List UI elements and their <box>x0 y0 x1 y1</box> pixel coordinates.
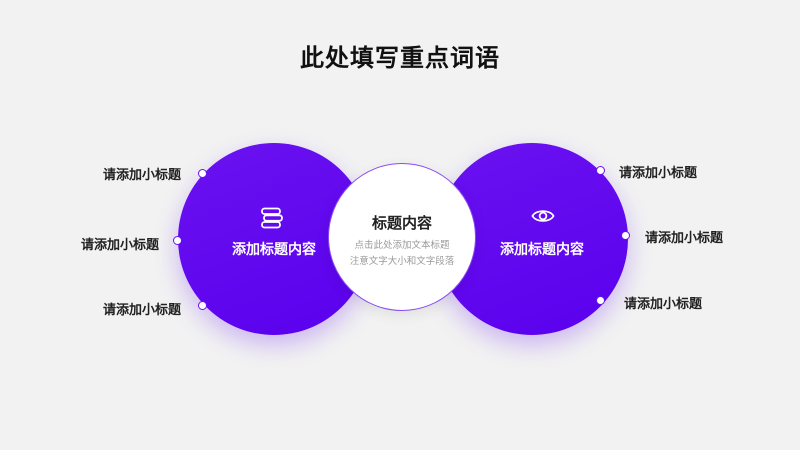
left-label-2: 请添加小标题 <box>81 238 160 253</box>
left-label-3: 请添加小标题 <box>103 303 182 318</box>
right-circle-title: 添加标题内容 <box>500 242 584 258</box>
right-label-2: 请添加小标题 <box>645 231 724 246</box>
left-label-1: 请添加小标题 <box>103 168 182 183</box>
right-dot-1 <box>596 166 605 175</box>
left-dot-3 <box>198 301 207 310</box>
stacked-layers-icon <box>261 207 283 229</box>
page-title: 此处填写重点词语 <box>300 44 500 72</box>
left-dot-2 <box>173 236 182 245</box>
eye-icon <box>531 210 555 222</box>
center-body: 点击此处添加文本标题 注意文字大小和文字段落 <box>329 238 475 270</box>
right-label-1: 请添加小标题 <box>619 166 698 181</box>
center-title: 标题内容 <box>371 214 432 232</box>
center-line-1: 点击此处添加文本标题 <box>354 240 450 251</box>
center-circle: 标题内容 点击此处添加文本标题 注意文字大小和文字段落 <box>328 163 476 311</box>
right-dot-3 <box>596 296 605 305</box>
right-label-3: 请添加小标题 <box>624 297 703 312</box>
left-circle-title: 添加标题内容 <box>232 242 316 258</box>
right-dot-2 <box>621 231 630 240</box>
left-dot-1 <box>198 169 207 178</box>
center-line-2: 注意文字大小和文字段落 <box>349 256 455 267</box>
